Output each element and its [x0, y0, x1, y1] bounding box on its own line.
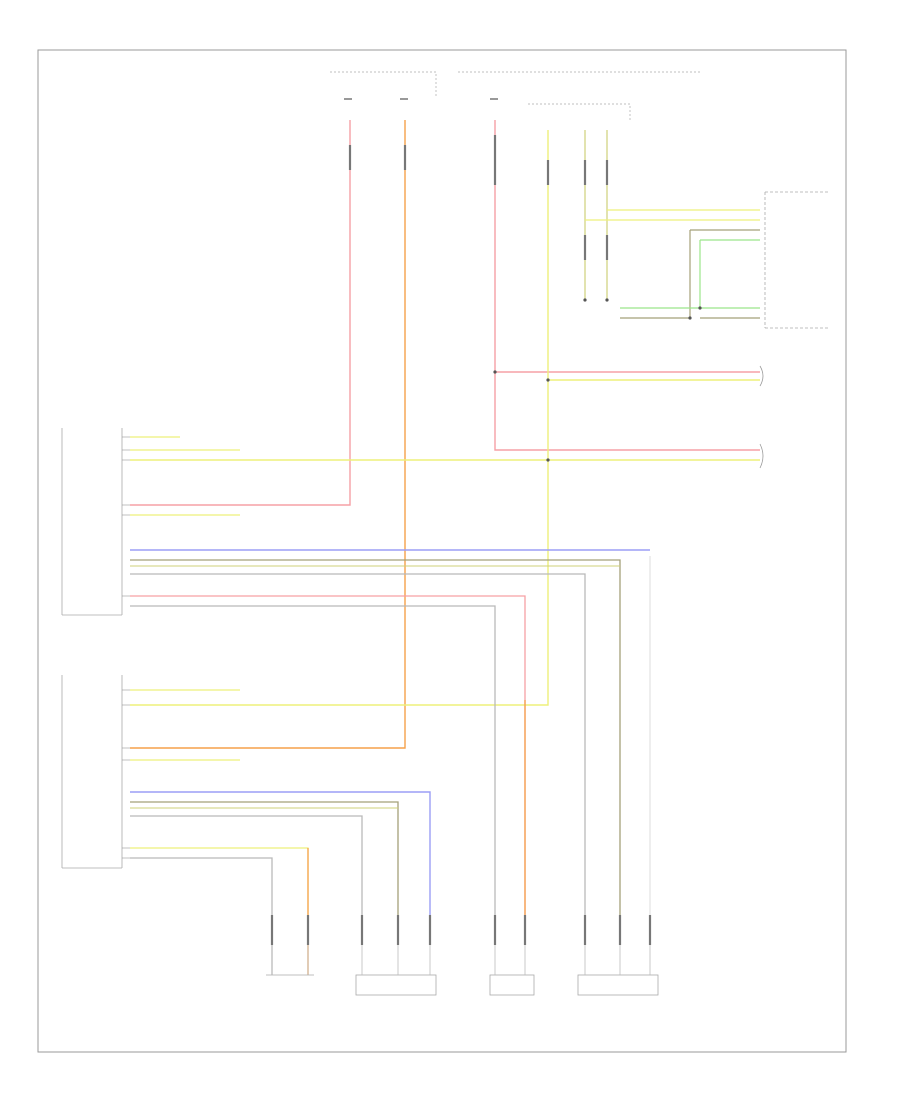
wire-orange-1 — [130, 120, 406, 749]
diagram-frame — [37, 49, 847, 1053]
fuse-block-left — [330, 71, 700, 120]
wire-gray-4 — [130, 815, 363, 920]
wire-gray-5 — [130, 857, 273, 975]
right-module-top — [764, 191, 828, 329]
wire-yellow-9 — [130, 847, 309, 920]
splice-dots — [493, 298, 702, 462]
left-module-bottom — [61, 675, 123, 869]
seat-switch-3 — [489, 974, 535, 996]
wire-brown-5 — [130, 801, 399, 920]
wire-brown-3 — [130, 559, 621, 920]
wire-gray-2 — [130, 605, 496, 920]
wire-yellow-1 — [130, 130, 549, 706]
module-pin-ticks — [122, 436, 130, 859]
right-connector-2 — [759, 443, 764, 469]
wire-gray-1 — [130, 573, 586, 920]
wire-green-2 — [620, 230, 691, 319]
wire-green-3 — [620, 240, 701, 309]
seat-switch-2 — [355, 974, 437, 996]
wire-pink-4 — [130, 595, 526, 920]
switch-leads — [271, 945, 651, 975]
seat-switch-4 — [577, 974, 659, 996]
wire-pink-2 — [494, 120, 760, 451]
fuse-markers — [344, 98, 498, 100]
left-module-top — [61, 428, 123, 616]
wire-pink-1 — [130, 120, 351, 506]
wire-blue-2 — [130, 791, 431, 920]
connector-stubs — [270, 135, 652, 945]
right-connector-1 — [759, 365, 764, 387]
